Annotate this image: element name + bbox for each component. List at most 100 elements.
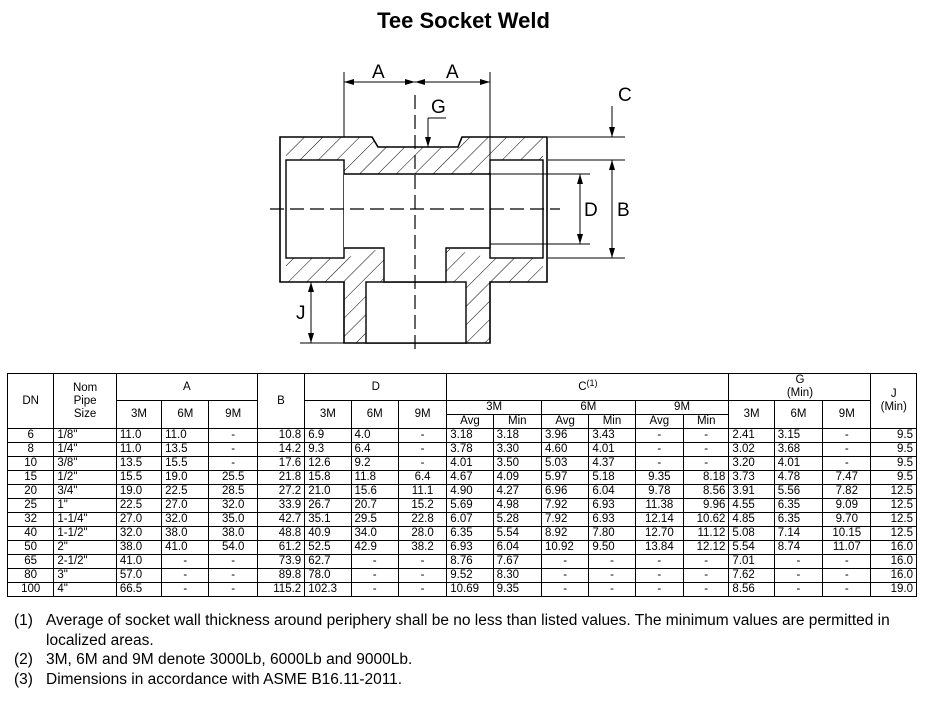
table-cell: 3.18: [446, 428, 494, 443]
table-cell: -: [588, 554, 636, 569]
header-d-6m: 6M: [350, 400, 399, 429]
table-cell: 7.67: [492, 554, 542, 569]
table-cell: 73.9: [256, 554, 306, 569]
table-cell: 3.50: [492, 456, 542, 471]
table-cell: -: [397, 554, 448, 569]
header-c-6m: 6M: [540, 400, 636, 415]
dimensions-table: DN Nom Pipe Size A B D C(1) G (Min) J (M…: [6, 373, 917, 597]
table-cell: 9.5: [870, 456, 917, 471]
label-a-right: A: [446, 62, 459, 83]
note-number: (3): [14, 670, 33, 688]
table-cell: 1/4": [53, 442, 117, 457]
header-d-3m: 3M: [304, 400, 352, 429]
table-cell: 33.9: [256, 498, 306, 513]
table-cell: 16.0: [870, 568, 917, 583]
table-cell: 3.96: [540, 428, 590, 443]
table-cell: 4.01: [773, 456, 824, 471]
header-nom-line1: Nom: [72, 381, 98, 394]
table-cell: -: [683, 442, 730, 457]
table-cell: 32: [6, 512, 55, 527]
table-cell: -: [773, 568, 824, 583]
table-cell: 6.04: [588, 484, 636, 499]
table-cell: 9.09: [822, 498, 872, 513]
table-cell: 6.07: [446, 512, 494, 527]
table-cell: 15.5: [115, 470, 163, 485]
table-cell: -: [208, 428, 258, 443]
table-cell: 20.7: [350, 498, 399, 513]
header-nom-pipe-size: Nom Pipe Size: [53, 373, 117, 429]
header-c-9m: 9M: [634, 400, 730, 415]
table-cell: -: [208, 554, 258, 569]
table-cell: 12.5: [870, 526, 917, 541]
note-item: (1) Average of socket wall thickness aro…: [14, 611, 927, 650]
table-cell: 7.01: [728, 554, 775, 569]
table-cell: 4.27: [492, 484, 542, 499]
note-number: (2): [14, 651, 33, 668]
table-cell: 38.0: [208, 526, 258, 541]
table-cell: 4.78: [773, 470, 824, 485]
table-cell: 4.98: [492, 498, 542, 513]
label-d: D: [584, 200, 598, 221]
table-cell: 5.03: [540, 456, 590, 471]
header-c-3m-avg: Avg: [446, 414, 494, 429]
table-cell: 22.8: [397, 512, 448, 527]
table-cell: 11.12: [683, 526, 730, 541]
table-cell: 41.0: [161, 540, 210, 555]
table-cell: 1-1/2": [53, 526, 117, 541]
table-cell: -: [773, 554, 824, 569]
header-nom-line2: Pipe: [73, 394, 97, 407]
table-cell: 11.0: [161, 428, 210, 443]
header-j-min: (Min): [880, 401, 907, 413]
header-nom-line3: Size: [73, 407, 97, 420]
table-cell: 15: [6, 470, 55, 485]
table-cell: 5.56: [773, 484, 824, 499]
note-text: 3M, 6M and 9M denote 3000Lb, 6000Lb and …: [46, 651, 413, 668]
header-g-min: (Min): [786, 387, 814, 399]
table-cell: -: [161, 554, 210, 569]
table-cell: -: [773, 582, 824, 597]
table-cell: 6.04: [492, 540, 542, 555]
table-cell: 35.0: [208, 512, 258, 527]
table-cell: 27.0: [115, 512, 163, 527]
table-cell: 34.0: [350, 526, 399, 541]
table-cell: 1": [53, 498, 117, 513]
table-cell: 11.8: [350, 470, 399, 485]
table-cell: 16.0: [870, 554, 917, 569]
table-cell: 5.28: [492, 512, 542, 527]
table-cell: 6: [6, 428, 55, 443]
header-d: D: [304, 373, 448, 401]
table-cell: 7.62: [728, 568, 775, 583]
table-cell: 28.5: [208, 484, 258, 499]
table-cell: -: [634, 456, 685, 471]
table-cell: 48.8: [256, 526, 306, 541]
table-cell: 2-1/2": [53, 554, 117, 569]
table-cell: 102.3: [304, 582, 352, 597]
tee-body: [270, 95, 560, 352]
header-c-9m-avg: Avg: [634, 414, 685, 429]
table-cell: -: [208, 568, 258, 583]
table-cell: 10.92: [540, 540, 590, 555]
table-cell: -: [822, 428, 872, 443]
header-dn: DN: [6, 373, 55, 429]
table-cell: 1-1/4": [53, 512, 117, 527]
table-cell: 8.74: [773, 540, 824, 555]
table-cell: 8.18: [683, 470, 730, 485]
table-cell: 3.30: [492, 442, 542, 457]
table-cell: 19.0: [161, 470, 210, 485]
table-cell: 26.7: [304, 498, 352, 513]
table-cell: 3.02: [728, 442, 775, 457]
header-j-label: J: [890, 388, 897, 400]
table-cell: 15.2: [397, 498, 448, 513]
table-cell: 4.90: [446, 484, 494, 499]
table-cell: 5.54: [492, 526, 542, 541]
header-g-3m: 3M: [728, 400, 775, 429]
table-cell: -: [822, 456, 872, 471]
table-cell: 3/4": [53, 484, 117, 499]
table-cell: 11.38: [634, 498, 685, 513]
table-cell: 20: [6, 484, 55, 499]
